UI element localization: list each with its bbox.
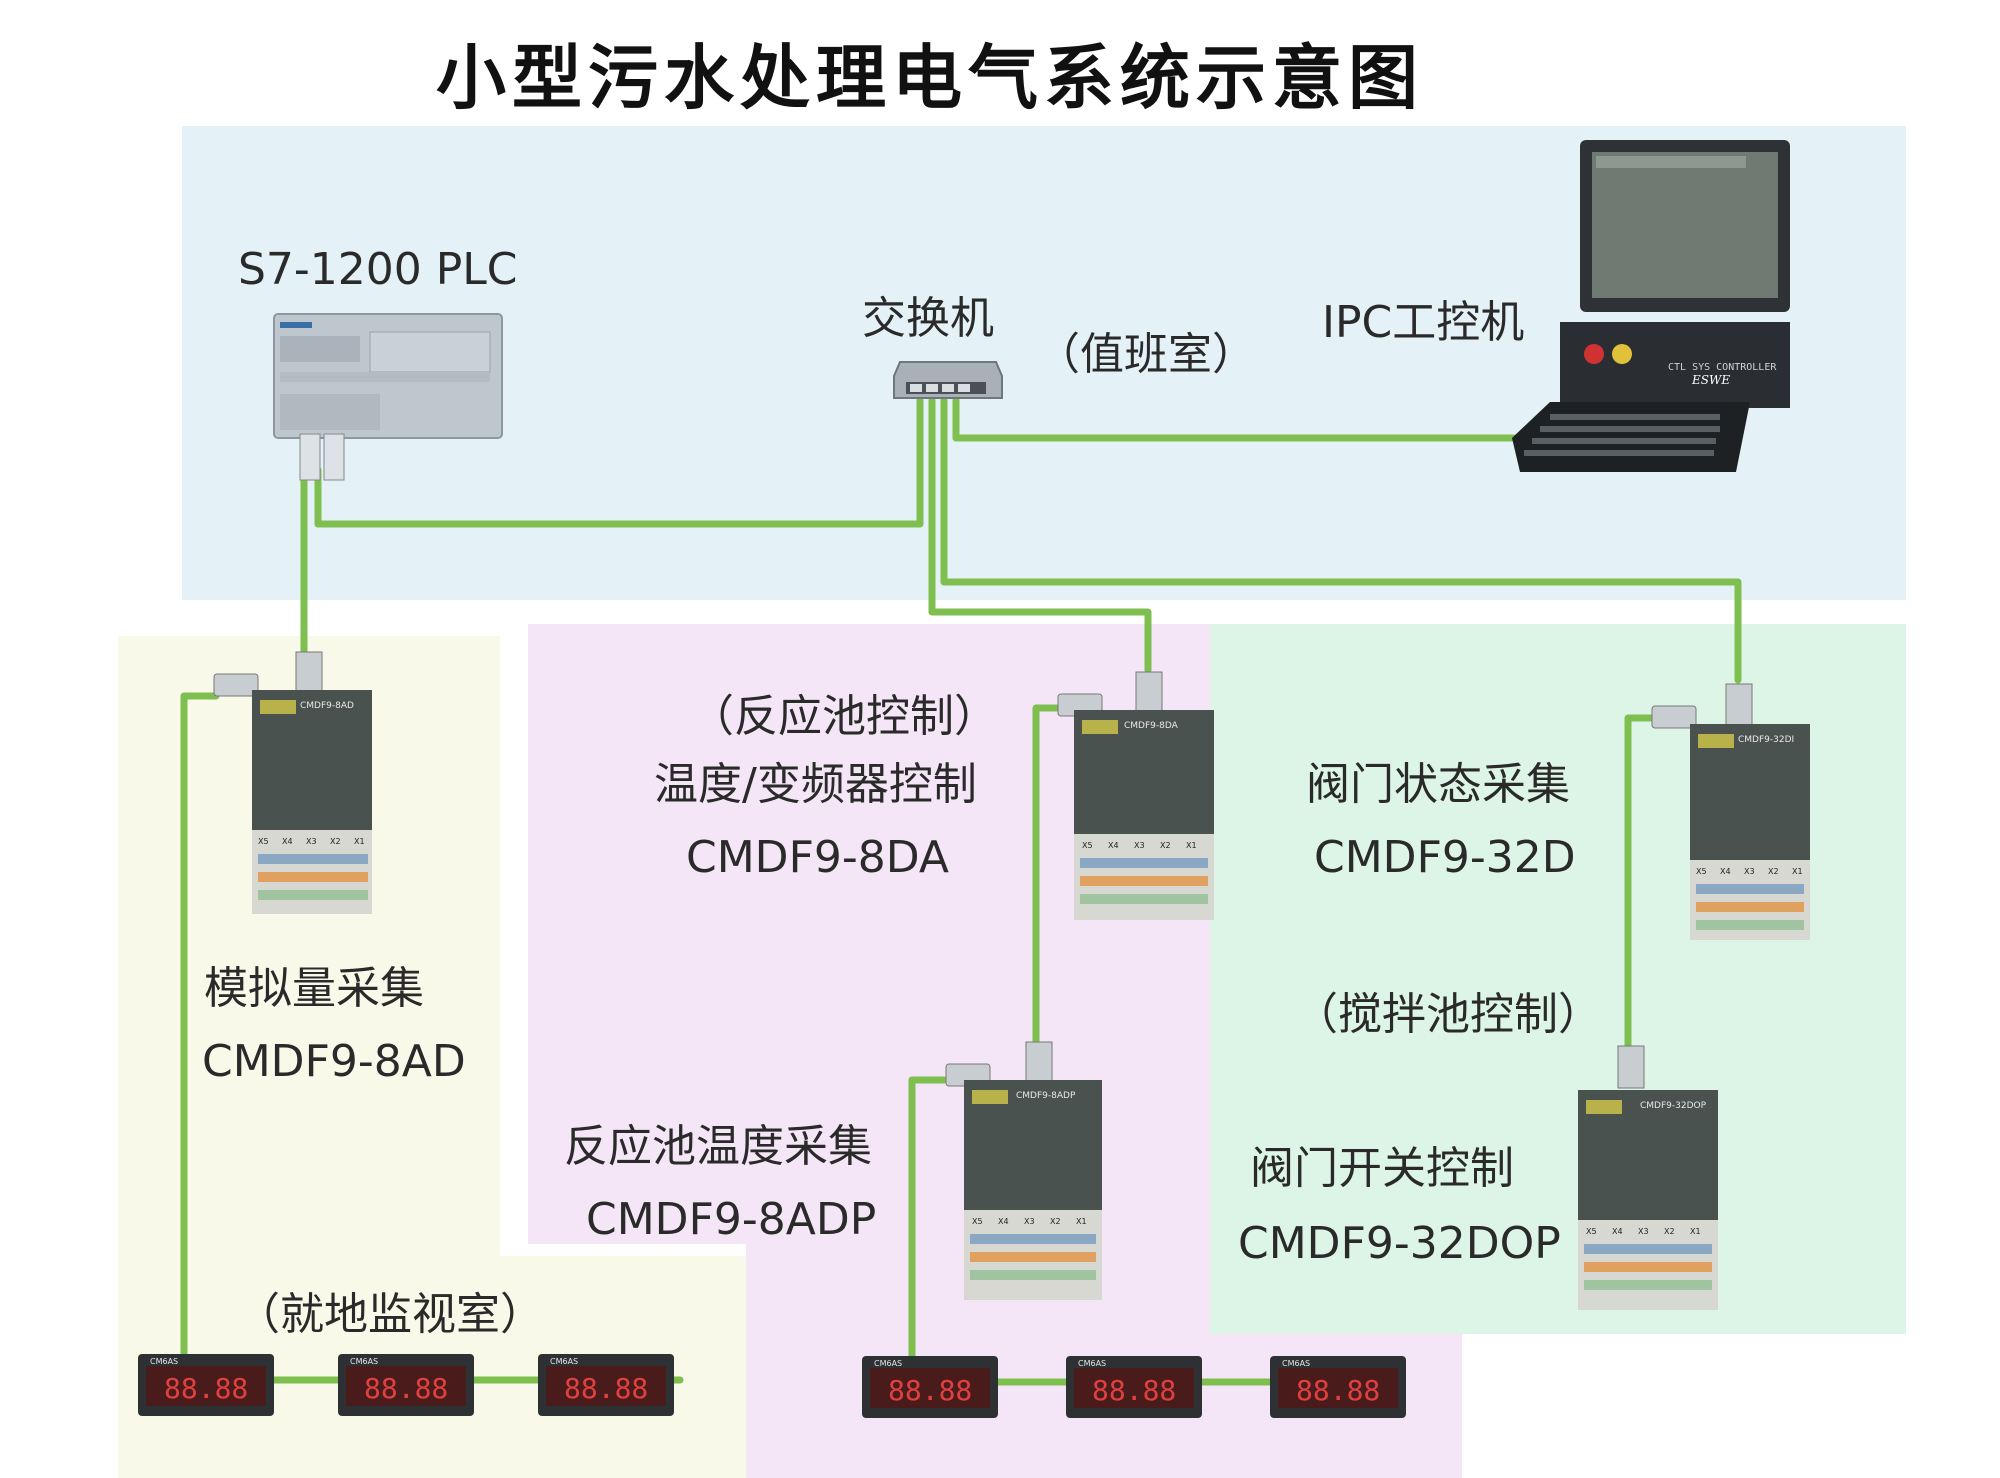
yellow-button-icon [1612, 344, 1632, 364]
switch-label: 交换机 [862, 293, 994, 344]
module-32dop-name: CMDF9-32DOP [1640, 1101, 1707, 1111]
ipc-panel-text: CTL SYS CONTROLLER [1668, 362, 1777, 373]
io-module-8adp: CMDF9-8ADP X5 X4 X3 X2 X1 [942, 1040, 1110, 1306]
svg-text:88.88: 88.88 [1092, 1374, 1176, 1407]
ipc-brand-text: ESWE [1691, 373, 1730, 387]
svg-text:CM6AS: CM6AS [150, 1357, 178, 1366]
svg-text:CM6AS: CM6AS [874, 1359, 902, 1368]
temp-vfd-control-label: 温度/变频器控制 [654, 759, 977, 810]
model-8da-label: CMDF9-8DA [686, 832, 949, 883]
valve-switch-control-label: 阀门开关控制 [1250, 1143, 1514, 1194]
io-module-32dop: CMDF9-32DOP X5 X4 X3 X2 X1 [1564, 1044, 1732, 1314]
svg-text:88.88: 88.88 [364, 1372, 448, 1405]
model-8adp-label: CMDF9-8ADP [586, 1194, 877, 1245]
analog-acq-label: 模拟量采集 [204, 963, 424, 1014]
plc-device [270, 308, 508, 481]
cable-plc-switch [314, 396, 924, 528]
svg-text:X5: X5 [1696, 867, 1707, 876]
digital-display-left-2: CM6AS 88.88 [338, 1354, 474, 1416]
ipc-label: IPC工控机 [1322, 297, 1525, 348]
terminal-x4: X4 [282, 837, 293, 846]
valve-status-acq-label: 阀门状态采集 [1306, 759, 1570, 810]
local-monitor-room-label: （就地监视室） [236, 1289, 544, 1340]
svg-text:X5: X5 [1586, 1227, 1597, 1236]
svg-text:X5: X5 [1082, 841, 1093, 850]
svg-text:X4: X4 [1108, 841, 1119, 850]
digital-display-left-3: CM6AS 88.88 [538, 1354, 674, 1416]
module-32di-name: CMDF9-32DI [1738, 735, 1794, 745]
module-8adp-name: CMDF9-8ADP [1016, 1091, 1076, 1101]
cable-switch-ipc [952, 396, 1528, 442]
svg-text:CM6AS: CM6AS [1078, 1359, 1106, 1368]
svg-text:CM6AS: CM6AS [550, 1357, 578, 1366]
svg-text:88.88: 88.88 [1296, 1374, 1380, 1407]
reaction-temp-acq-label: 反应池温度采集 [564, 1121, 872, 1172]
cable-right-upper-lower [1624, 714, 1656, 1054]
reaction-tank-control-label: （反应池控制） [690, 691, 998, 742]
svg-text:88.88: 88.88 [888, 1374, 972, 1407]
svg-text:CM6AS: CM6AS [350, 1357, 378, 1366]
digital-display-mid-3: CM6AS 88.88 [1270, 1356, 1406, 1418]
plc-label: S7-1200 PLC [238, 244, 518, 295]
svg-text:X2: X2 [1768, 867, 1779, 876]
cable-switch-mid [928, 396, 1152, 674]
digital-display-mid-1: CM6AS 88.88 [862, 1356, 998, 1418]
svg-text:88.88: 88.88 [564, 1372, 648, 1405]
digital-display-left-1: CM6AS 88.88 [138, 1354, 274, 1416]
duty-room-label: （值班室） [1036, 329, 1256, 380]
svg-text:X4: X4 [1612, 1227, 1623, 1236]
terminal-x2: X2 [330, 837, 341, 846]
cable-mid-upper-lower [1032, 704, 1068, 1054]
terminal-x3: X3 [306, 837, 317, 846]
svg-text:X1: X1 [1076, 1217, 1087, 1226]
svg-text:X1: X1 [1690, 1227, 1701, 1236]
svg-text:X4: X4 [1720, 867, 1731, 876]
svg-text:X2: X2 [1160, 841, 1171, 850]
svg-text:X1: X1 [1186, 841, 1197, 850]
svg-text:CM6AS: CM6AS [1282, 1359, 1310, 1368]
svg-text:X2: X2 [1050, 1217, 1061, 1226]
io-module-8da: CMDF9-8DA X5 X4 X3 X2 X1 [1054, 660, 1222, 926]
red-button-icon [1584, 344, 1604, 364]
svg-text:X3: X3 [1134, 841, 1145, 850]
model-8ad-label: CMDF9-8AD [202, 1036, 466, 1087]
svg-text:X2: X2 [1664, 1227, 1675, 1236]
module-8ad-name: CMDF9-8AD [300, 701, 354, 711]
io-module-8ad: CMDF9-8AD X5 X4 X3 X2 X1 [210, 650, 378, 916]
svg-text:X4: X4 [998, 1217, 1009, 1226]
diagram-title: 小型污水处理电气系统示意图 [436, 37, 1424, 119]
svg-text:X3: X3 [1638, 1227, 1649, 1236]
module-8da-name: CMDF9-8DA [1124, 721, 1179, 731]
cable-switch-right [940, 396, 1742, 684]
network-switch [892, 358, 1004, 404]
svg-text:88.88: 88.88 [164, 1372, 248, 1405]
terminal-x5: X5 [258, 837, 269, 846]
mixing-tank-control-label: （搅拌池控制） [1294, 989, 1602, 1040]
model-32dop-label: CMDF9-32DOP [1238, 1218, 1561, 1269]
terminal-x1: X1 [354, 837, 365, 846]
ipc-computer: CTL SYS CONTROLLER ESWE [1510, 138, 1792, 488]
svg-text:X3: X3 [1744, 867, 1755, 876]
svg-text:X3: X3 [1024, 1217, 1035, 1226]
digital-display-mid-2: CM6AS 88.88 [1066, 1356, 1202, 1418]
model-32d-label: CMDF9-32D [1314, 832, 1576, 883]
svg-text:X1: X1 [1792, 867, 1803, 876]
io-module-32di: CMDF9-32DI X5 X4 X3 X2 X1 [1650, 676, 1818, 942]
svg-text:X5: X5 [972, 1217, 983, 1226]
